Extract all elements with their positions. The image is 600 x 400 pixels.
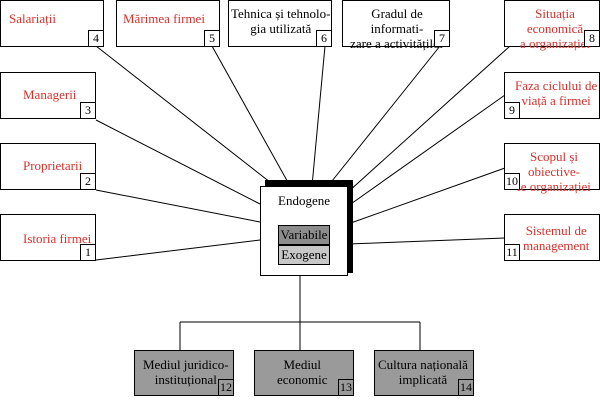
center-exogene: Exogene — [278, 245, 330, 265]
box-mediul-economic: Mediul economic 13 — [254, 350, 354, 396]
box-tehnica-number: 6 — [316, 30, 331, 46]
box-proprietarii-label: Proprietarii — [23, 158, 83, 173]
box-marimea-firmei-number: 5 — [204, 30, 219, 46]
box-mediul-juridico: Mediul juridico- instituțional 12 — [134, 350, 234, 396]
box-managerii-label: Managerii — [23, 87, 77, 102]
box-situatia-label: Situația economică a organizației — [519, 6, 591, 51]
box-gradul-number: 7 — [434, 30, 449, 46]
box-mediul-juridico-label: Mediul juridico- instituțional — [143, 357, 229, 387]
line-9 — [347, 94, 506, 207]
box-gradul: Gradul de informati- zare a activitățilo… — [342, 0, 450, 51]
box-mediul-economic-label: Mediul economic — [277, 357, 328, 387]
line-6 — [311, 45, 326, 187]
box-faza-number: 9 — [505, 102, 520, 118]
box-mediul-juridico-number: 12 — [218, 379, 233, 395]
center-variabile: Variabile — [278, 225, 330, 245]
box-tehnica: Tehnica și tehnolo- gia utilizată 6 — [228, 0, 332, 47]
box-situatia-number: 8 — [584, 30, 599, 46]
center-endogene: Endogene — [278, 193, 330, 208]
box-situatia: Situația economică a organizației 8 — [504, 0, 600, 51]
box-salariatii: Salariații 4 — [0, 0, 104, 47]
line-8 — [347, 45, 511, 193]
box-cultura-label: Cultura națională implicată — [378, 357, 468, 387]
line-3 — [95, 119, 261, 205]
line-1 — [95, 239, 261, 261]
line-2 — [95, 189, 261, 223]
box-sistemul-label: Sistemul de management — [523, 223, 590, 253]
box-istoria: Istoria firmei 1 — [0, 214, 96, 261]
box-istoria-label: Istoria firmei — [23, 231, 92, 246]
box-scopul-number: 10 — [505, 173, 520, 189]
line-10 — [347, 167, 506, 225]
box-istoria-number: 1 — [80, 244, 95, 260]
line-11 — [347, 237, 506, 245]
box-mediul-economic-number: 13 — [338, 379, 353, 395]
box-managerii: Managerii 3 — [0, 72, 96, 119]
box-cultura: Cultura națională implicată 14 — [374, 350, 474, 396]
line-5 — [211, 45, 291, 187]
box-cultura-number: 14 — [458, 379, 473, 395]
line-4 — [95, 45, 276, 187]
box-marimea-firmei: Mărimea firmei 5 — [116, 0, 220, 47]
box-marimea-firmei-label: Mărimea firmei — [123, 11, 205, 26]
box-managerii-number: 3 — [80, 102, 95, 118]
box-faza-label: Faza ciclului de viață a firmei — [515, 78, 598, 108]
box-scopul: Scopul și obiective- le organizației 10 — [504, 143, 600, 194]
line-7 — [327, 45, 441, 187]
box-scopul-label: Scopul și obiective- le organizației — [517, 149, 591, 194]
box-salariatii-number: 4 — [88, 30, 103, 46]
box-proprietarii: Proprietarii 2 — [0, 143, 96, 190]
center-box: Endogene Variabile Exogene — [260, 186, 348, 276]
box-sistemul: Sistemul de management 11 — [504, 214, 600, 261]
box-tehnica-label: Tehnica și tehnolo- gia utilizată — [231, 6, 331, 36]
box-gradul-label: Gradul de informati- zare a activitățilo… — [350, 6, 444, 51]
box-proprietarii-number: 2 — [80, 173, 95, 189]
box-faza: Faza ciclului de viață a firmei 9 — [504, 72, 600, 119]
box-sistemul-number: 11 — [505, 244, 520, 260]
box-salariatii-label: Salariații — [9, 11, 56, 26]
